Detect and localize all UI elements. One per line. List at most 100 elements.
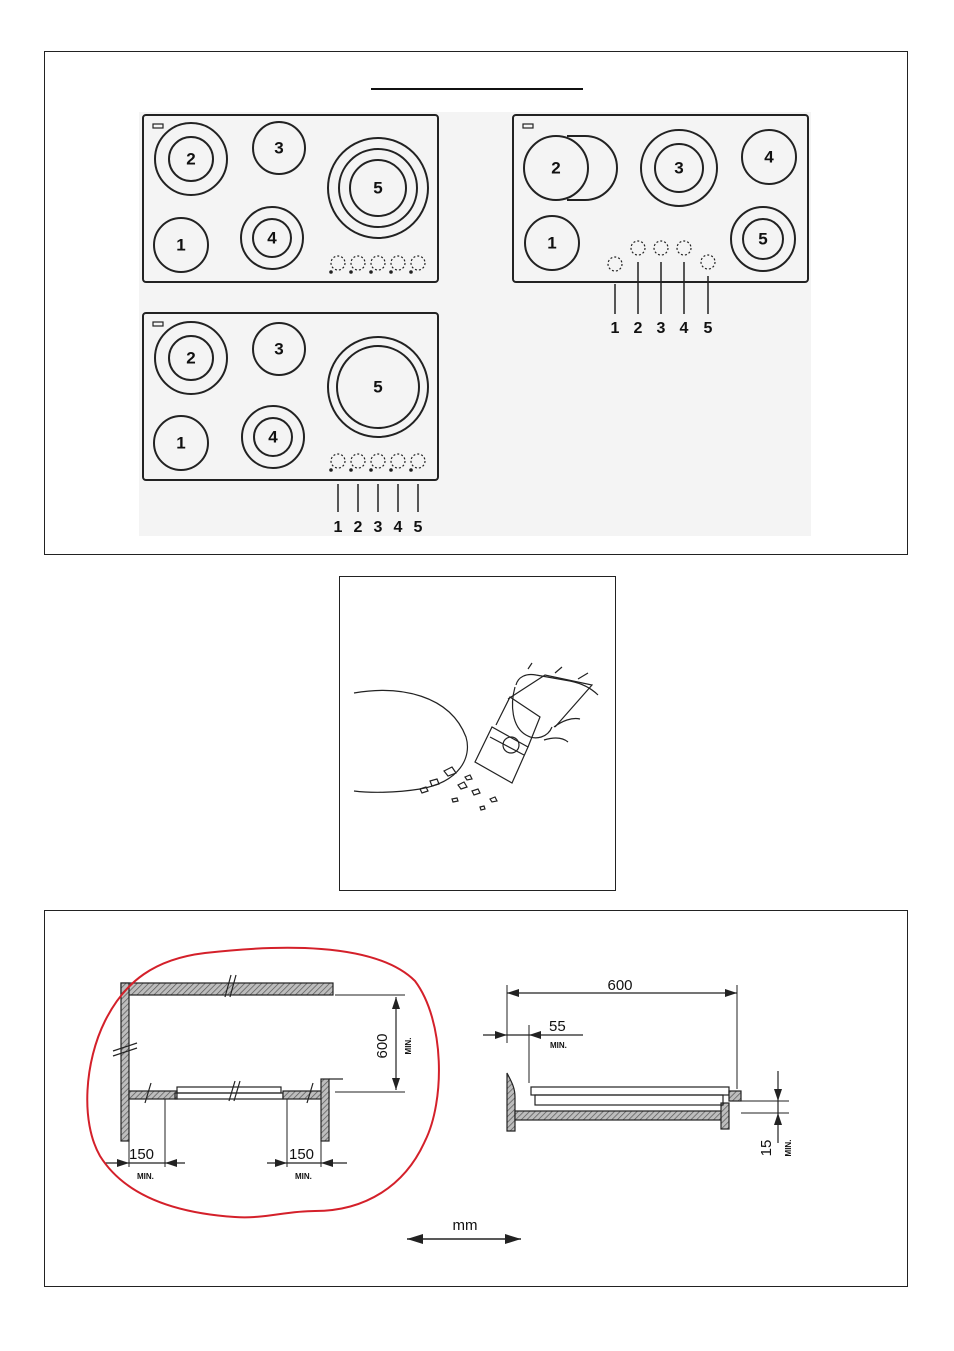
- hob-a-zone-3: [252, 121, 306, 175]
- hob-b-knob-5: [700, 254, 716, 270]
- hob-c-knobs: [329, 453, 426, 472]
- hob-c-zone-5-inner: [336, 345, 420, 429]
- depth-value: 600: [607, 977, 632, 994]
- hob-layouts-drawing: 2 3 5 1 4: [139, 88, 811, 536]
- hob-c-zone-5-outer: [327, 336, 429, 438]
- hob-a-knob-5: [410, 255, 426, 271]
- hob-a-zone-2-outer: [154, 122, 228, 196]
- installation-panel: 600 MIN. 150 MIN. 150 MIN.: [44, 910, 908, 1287]
- hob-layouts-panel: 2 3 5 1 4: [44, 51, 908, 555]
- worktop-section: [514, 1110, 728, 1121]
- hob-a-knob-4: [390, 255, 406, 271]
- hob-b-knob-label-5: 5: [704, 320, 713, 337]
- hob-c-zone-1: [153, 415, 209, 471]
- hob-b-zone-1-label: 1: [547, 234, 556, 253]
- hob-a-zone-1-label: 1: [176, 236, 185, 255]
- hob-b-zone-4-label: 4: [764, 148, 774, 167]
- debris-icon: [419, 766, 498, 811]
- hob-b-leader-lines: [614, 262, 709, 314]
- installation-drawing: 600 MIN. 150 MIN. 150 MIN.: [86, 946, 793, 1244]
- hob-c-indicator: [152, 321, 164, 327]
- hob-c-zone-2-label: 2: [186, 349, 195, 368]
- hob-c-zone-4-label: 4: [268, 428, 278, 447]
- hob-c-knob-label-3: 3: [374, 519, 383, 536]
- hob-c-zone-3: [252, 322, 306, 376]
- hob-c-zone-4-inner: [253, 417, 293, 457]
- edge-distance-min: MIN.: [550, 1041, 567, 1050]
- hob-b: 2 3 4 1 5: [512, 114, 809, 337]
- worktop-front-edge: [720, 1102, 730, 1130]
- hob-b-knob-label-2: 2: [634, 320, 643, 337]
- hob-c-knob-label-2: 2: [354, 519, 363, 536]
- hob-c-knob-3: [370, 453, 386, 469]
- clearance-top-value: 600: [374, 1033, 391, 1058]
- hob-a-zone-4-inner: [252, 218, 292, 258]
- tall-unit: [320, 1078, 330, 1142]
- hob-c-outline: [142, 312, 439, 481]
- hob-b-knob-2: [630, 240, 646, 256]
- hob-a-knob-3: [370, 255, 386, 271]
- clearance-right-min: MIN.: [295, 1172, 312, 1181]
- unit-arrow: mm: [407, 1217, 521, 1244]
- hob-a-knob-1: [330, 255, 346, 271]
- scraper-icon: [474, 674, 594, 784]
- edge-distance-value: 55: [549, 1018, 566, 1035]
- hob-a-knobs: [329, 255, 426, 274]
- hob-c-knob-2: [350, 453, 366, 469]
- hob-a-zone-4-label: 4: [267, 229, 277, 248]
- hob-c-knob-label-4: 4: [394, 519, 403, 536]
- hob-b-zone-5-label: 5: [758, 230, 767, 249]
- hob-b-zone-3-inner: [654, 143, 704, 193]
- hob-a-zone-5-middle: [338, 148, 418, 228]
- scraper-illustration: [353, 662, 599, 811]
- hob-b-zone-2-label: 2: [551, 159, 560, 178]
- hob-b-zone-3-label: 3: [674, 159, 683, 178]
- worktop-gap-value: 15: [758, 1140, 775, 1157]
- worktop-left: [128, 1090, 178, 1100]
- hob-c-knob-4: [390, 453, 406, 469]
- hob-b-knob-4: [676, 240, 692, 256]
- hob-b-zone-2-extension: [567, 135, 618, 201]
- clearance-right-value: 150: [289, 1146, 314, 1163]
- hob-zone-edge-icon: [353, 689, 468, 793]
- back-wall: [506, 1072, 516, 1132]
- hob-b-zone-5-inner: [742, 218, 784, 260]
- hob-b-zone-5-outer: [730, 206, 796, 272]
- hob-a-zone-3-label: 3: [274, 139, 283, 158]
- hob-b-indicator: [522, 123, 534, 129]
- hob-b-knob-label-3: 3: [657, 320, 666, 337]
- hob-a-zone-5-label: 5: [373, 179, 382, 198]
- hob-b-zone-1: [524, 215, 580, 271]
- hob-c-knob-1: [330, 453, 346, 469]
- left-clearance-drawing: 600 MIN. 150 MIN. 150 MIN.: [86, 946, 440, 1219]
- clearance-top-min: MIN.: [404, 1038, 413, 1055]
- hob-a-indicator: [152, 123, 164, 129]
- hob-a-zone-2-inner: [168, 136, 214, 182]
- hob-c-knob-5: [410, 453, 426, 469]
- side-wall: [120, 982, 130, 1142]
- hob-c-zone-4-outer: [241, 405, 305, 469]
- hob-c-zone-2-inner: [168, 335, 214, 381]
- hob-b-zone-3-outer: [640, 129, 718, 207]
- hob-glass-section: [530, 1086, 730, 1096]
- hob-c-zone-1-label: 1: [176, 434, 185, 453]
- hob-a-zone-2-label: 2: [186, 150, 195, 169]
- hob-a-knob-2: [350, 255, 366, 271]
- hob-body: [174, 1092, 284, 1100]
- hob-b-zone-2: [523, 135, 589, 201]
- hob-b-knobs: [607, 240, 716, 272]
- unit-label: mm: [453, 1217, 478, 1234]
- worktop-gap-min: MIN.: [784, 1140, 793, 1157]
- right-clearance-drawing: 600 55 MIN. 15 MIN.: [483, 977, 793, 1156]
- hob-a-zone-5-inner: [349, 159, 407, 217]
- hob-b-knob-label-1: 1: [611, 320, 620, 337]
- hob-c: 2 3 5 1 4: [142, 312, 439, 536]
- hob-b-knob-label-4: 4: [680, 320, 689, 337]
- hob-b-knob-3: [653, 240, 669, 256]
- clearance-left-value: 150: [129, 1146, 154, 1163]
- hob-b-knob-1: [607, 256, 623, 272]
- hob-a-zone-1: [153, 217, 209, 273]
- scraper-illustration-panel: [339, 576, 616, 891]
- hob-a-outline: [142, 114, 439, 283]
- hob-a-zone-4-outer: [240, 206, 304, 270]
